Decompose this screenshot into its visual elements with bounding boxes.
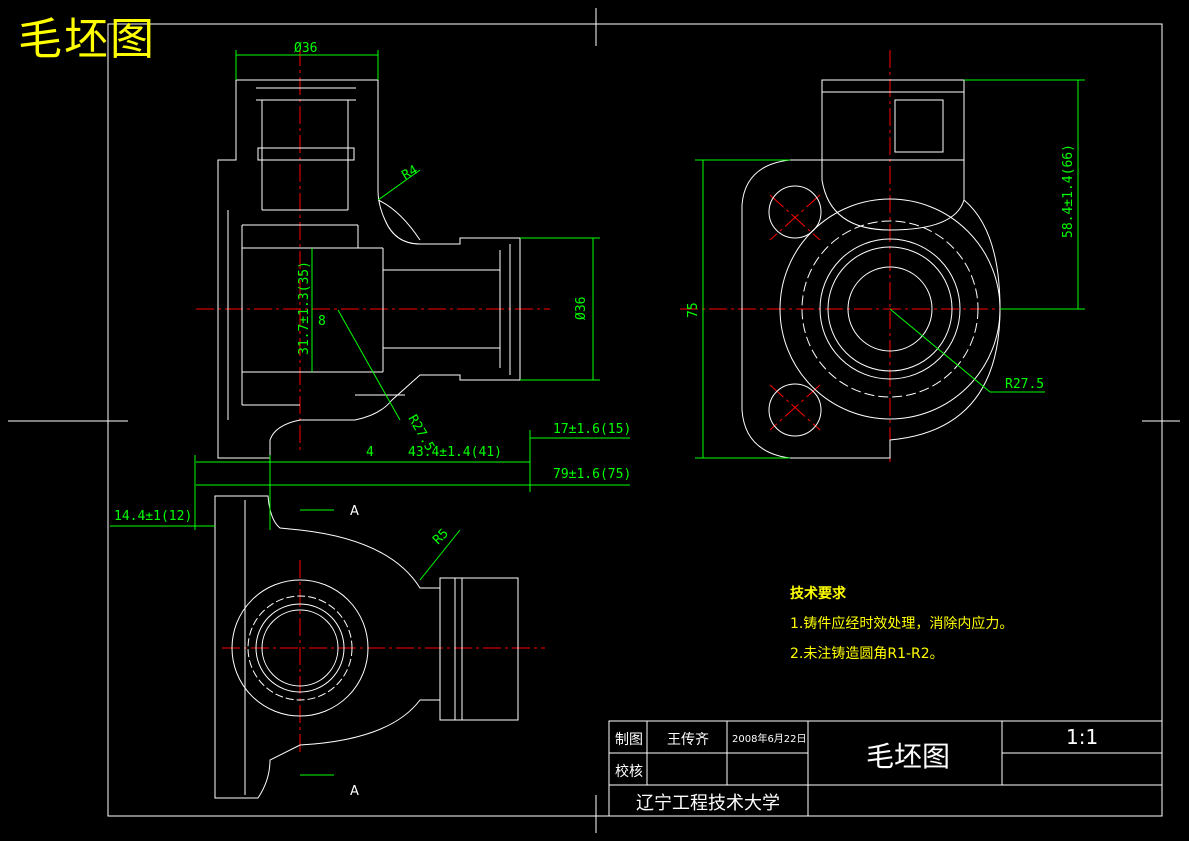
side-view bbox=[741, 79, 1001, 459]
dim-d58: 58.4±1.4(66) bbox=[1061, 144, 1076, 238]
dim-d75: 75 bbox=[686, 302, 701, 318]
check-label: 校核 bbox=[615, 764, 643, 780]
drawing-frame bbox=[8, 8, 1180, 833]
section-a-top: A bbox=[350, 504, 359, 519]
scale-value: 1:1 bbox=[1066, 725, 1099, 749]
section-markers: A A bbox=[350, 504, 359, 799]
front-view bbox=[217, 79, 521, 459]
centerlines bbox=[196, 48, 1040, 752]
tech-item-2: 2.未注铸造圆角R1-R2。 bbox=[790, 646, 944, 662]
dim-d36-right: Ø36 bbox=[574, 297, 589, 320]
dim-d4: 4 bbox=[366, 445, 374, 460]
dimension-lines bbox=[110, 50, 1085, 776]
top-view bbox=[214, 495, 519, 799]
drawing-title: 毛坯图 bbox=[18, 14, 156, 65]
drawn-name: 王传齐 bbox=[667, 732, 709, 748]
dimension-labels: Ø36 Ø36 R4 R5 R27.5 R27.5 31.7±1.3(35) 8… bbox=[114, 41, 1076, 548]
tech-item-1: 1.铸件应经时效处理，消除内应力。 bbox=[790, 616, 1014, 632]
section-a-bottom: A bbox=[350, 784, 359, 799]
dim-d43: 43.4±1.4(41) bbox=[408, 445, 502, 460]
drawn-label: 制图 bbox=[615, 732, 643, 748]
dim-d8: 8 bbox=[318, 314, 326, 329]
part-name: 毛坯图 bbox=[866, 740, 951, 773]
dim-r4: R4 bbox=[400, 163, 421, 184]
dim-d36-top: Ø36 bbox=[294, 41, 317, 56]
dim-d14: 14.4±1(12) bbox=[114, 509, 192, 524]
dim-r27-right: R27.5 bbox=[1005, 377, 1044, 392]
dim-d79: 79±1.6(75) bbox=[553, 467, 631, 482]
title-block-grid bbox=[608, 720, 1163, 817]
dim-d17: 17±1.6(15) bbox=[553, 422, 631, 437]
tech-heading: 技术要求 bbox=[790, 586, 846, 602]
dim-d31: 31.7±1.3(35) bbox=[297, 261, 312, 355]
institution-name: 辽宁工程技术大学 bbox=[636, 793, 780, 814]
drawn-date: 2008年6月22日 bbox=[732, 734, 807, 745]
